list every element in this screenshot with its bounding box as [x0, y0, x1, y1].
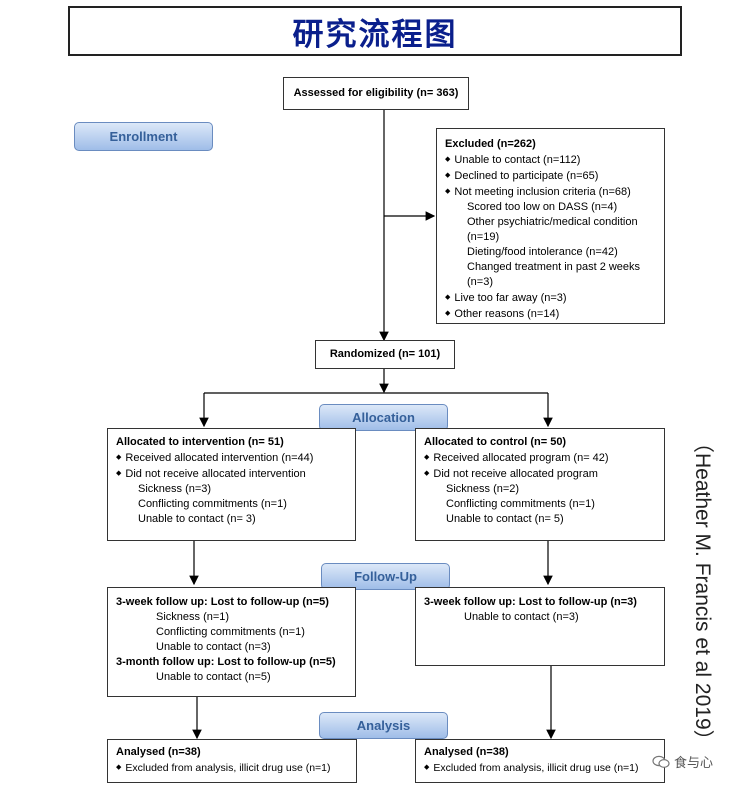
allocation-subitem: Unable to contact (n= 5) [446, 513, 564, 525]
allocation-item: Did not receive allocated program [424, 466, 656, 482]
citation-vertical: （Heather M. Francis et al 2019） [691, 432, 742, 782]
analysis-header: Analysed (n=38) [424, 746, 509, 758]
analysis-control-box: Analysed (n=38) Excluded from analysis, … [415, 739, 665, 783]
excluded-subitem: (n=3) [467, 276, 493, 288]
followup-intervention-box: 3-week follow up: Lost to follow-up (n=5… [107, 587, 356, 697]
analysis-intervention-box: Analysed (n=38) Excluded from analysis, … [107, 739, 357, 783]
followup-subitem: Unable to contact (n=3) [156, 641, 271, 653]
followup-subitem: Sickness (n=1) [156, 611, 230, 623]
excluded-header: Excluded (n=262) [445, 138, 536, 150]
allocation-item: Received allocated intervention (n=44) [116, 450, 347, 466]
excluded-subitem: Scored too low on DASS (n=4) [467, 201, 618, 213]
allocation-control-header: Allocated to control (n= 50) [424, 436, 567, 448]
excluded-item: Declined to participate (n=65) [445, 168, 656, 184]
allocation-control-box: Allocated to control (n= 50) Received al… [415, 428, 665, 541]
allocation-subitem: Sickness (n=3) [138, 483, 212, 495]
excluded-item: Live too far away (n=3) [445, 290, 656, 306]
followup-subitem: Conflicting commitments (n=1) [156, 626, 305, 638]
watermark-text: 食与心 [674, 755, 714, 770]
allocation-intervention-header: Allocated to intervention (n= 51) [116, 436, 284, 448]
title-box: 研究流程图 [68, 6, 682, 56]
assessed-box: Assessed for eligibility (n= 363) [283, 77, 469, 110]
excluded-subitem: (n=19) [467, 231, 500, 243]
excluded-box: Excluded (n=262) Unable to contact (n=11… [436, 128, 665, 324]
phase-label-analysis: Analysis [319, 712, 448, 739]
assessed-text: Assessed for eligibility (n= 363) [293, 87, 459, 99]
followup-header: 3-week follow up: Lost to follow-up (n=3… [424, 596, 637, 608]
followup-subitem: Unable to contact (n=3) [464, 611, 579, 623]
allocation-item: Received allocated program (n= 42) [424, 450, 656, 466]
excluded-subitem: Dieting/food intolerance (n=42) [467, 246, 618, 258]
analysis-header: Analysed (n=38) [116, 746, 201, 758]
page-title: 研究流程图 [292, 16, 458, 53]
followup-header: 3-week follow up: Lost to follow-up (n=5… [116, 596, 329, 608]
phase-label-allocation: Allocation [319, 404, 448, 431]
allocation-item: Did not receive allocated intervention [116, 466, 347, 482]
excluded-subitem: Changed treatment in past 2 weeks [467, 261, 641, 273]
excluded-subitem: Other psychiatric/medical condition [467, 216, 638, 228]
analysis-item: Excluded from analysis, illicit drug use… [424, 760, 656, 776]
phase-label-followup: Follow-Up [321, 563, 450, 590]
excluded-item: Unable to contact (n=112) [445, 152, 656, 168]
allocation-subitem: Sickness (n=2) [446, 483, 520, 495]
followup-control-box: 3-week follow up: Lost to follow-up (n=3… [415, 587, 665, 666]
followup-header: 3-month follow up: Lost to follow-up (n=… [116, 656, 336, 668]
allocation-intervention-box: Allocated to intervention (n= 51) Receiv… [107, 428, 356, 541]
wechat-icon [652, 755, 670, 768]
followup-subitem: Unable to contact (n=5) [156, 671, 271, 683]
allocation-subitem: Conflicting commitments (n=1) [446, 498, 595, 510]
watermark: 食与心 [652, 752, 713, 771]
randomized-text: Randomized (n= 101) [329, 348, 441, 360]
allocation-subitem: Unable to contact (n= 3) [138, 513, 256, 525]
excluded-item: Other reasons (n=14) [445, 306, 656, 322]
randomized-box: Randomized (n= 101) [315, 340, 455, 369]
citation-text: （Heather M. Francis et al 2019） [691, 432, 714, 751]
analysis-item: Excluded from analysis, illicit drug use… [116, 760, 348, 776]
excluded-item: Not meeting inclusion criteria (n=68) [445, 184, 656, 200]
allocation-subitem: Conflicting commitments (n=1) [138, 498, 287, 510]
phase-label-enrollment: Enrollment [74, 122, 213, 151]
